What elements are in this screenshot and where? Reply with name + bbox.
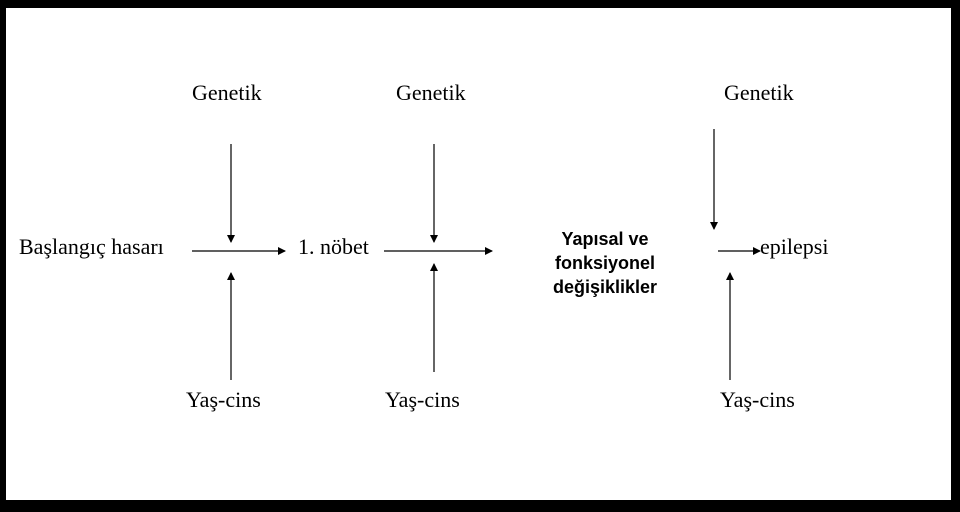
age-sex-label-1: Yaş-cins [186,387,261,412]
genetic-label-3: Genetik [724,80,794,105]
genetic-label-2: Genetik [396,80,466,105]
diagram-frame [6,8,951,500]
changes-line-1: Yapısal ve [561,229,649,249]
genetic-label-1: Genetik [192,80,262,105]
initial-damage-label: Başlangıç hasarı [19,234,164,259]
age-sex-label-2: Yaş-cins [385,387,460,412]
age-sex-label-3: Yaş-cins [720,387,795,412]
epilepsy-label: epilepsi [760,234,829,259]
changes-line-3: değişiklikler [552,277,658,297]
changes-line-2: fonksiyonel [554,253,656,273]
structural-functional-changes: Yapısal ve fonksiyonel değişiklikler [510,227,700,299]
first-seizure-label: 1. nöbet [298,234,369,259]
